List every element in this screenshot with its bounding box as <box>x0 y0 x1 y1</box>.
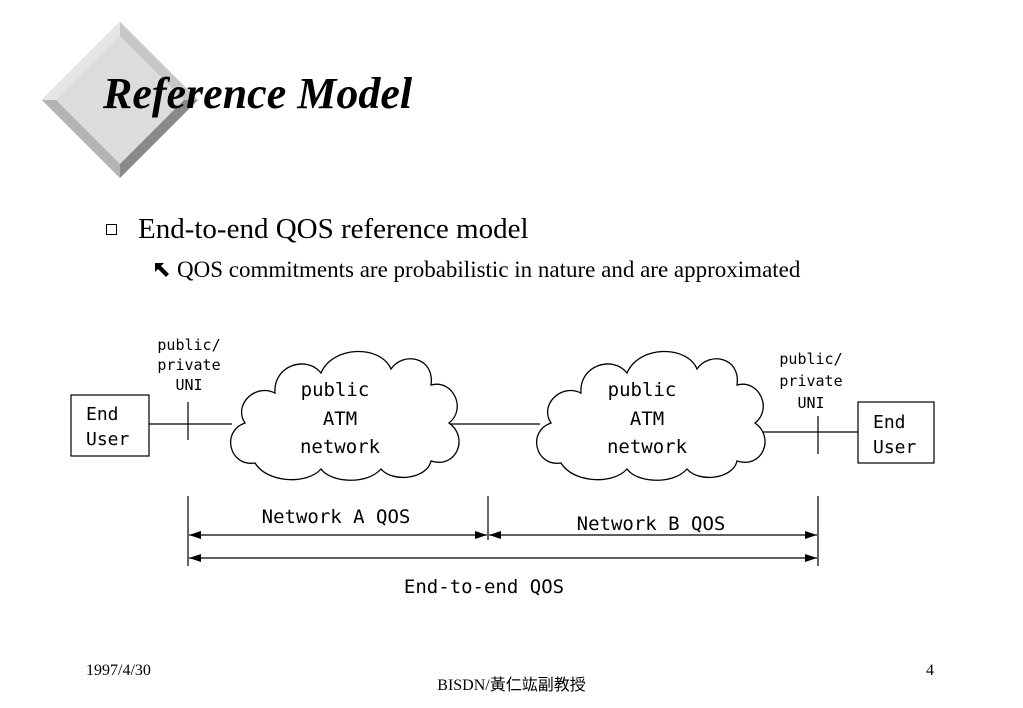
arrow-up-left-icon <box>155 263 169 277</box>
diamond-decoration <box>42 22 198 178</box>
hollow-square-icon <box>106 223 117 235</box>
footer-course: BISDN/黃仁竑副教授 <box>437 677 586 694</box>
bullet-2-text: QOS commitments are probabilistic in nat… <box>177 257 801 282</box>
network-b-qos-label: Network B QOS <box>577 513 726 535</box>
bullet-level-1: End-to-end QOS reference model <box>106 212 529 246</box>
cloud-a <box>230 350 460 481</box>
cloud-b-line3: network <box>607 436 688 458</box>
end-to-end-qos-label: End-to-end QOS <box>404 576 564 598</box>
footer-page-number: 4 <box>926 662 934 679</box>
end-user-right-line2: User <box>873 437 917 458</box>
network-a-qos-label: Network A QOS <box>262 506 411 528</box>
cloud-a-line1: public <box>301 379 370 401</box>
uni-left-line3: UNI <box>175 376 202 394</box>
slide-title: Reference Model <box>103 69 413 118</box>
uni-right-line3: UNI <box>797 394 824 412</box>
end-user-right-line1: End <box>873 412 906 433</box>
cloud-a-line2: ATM <box>323 408 357 430</box>
end-user-left-box <box>70 394 150 457</box>
cloud-b <box>536 350 766 481</box>
cloud-b-line1: public <box>608 379 677 401</box>
bullet-level-2: QOS commitments are probabilistic in nat… <box>153 256 800 284</box>
end-user-left-line2: User <box>86 429 130 450</box>
cloud-b-line2: ATM <box>630 408 664 430</box>
uni-right-line2: private <box>779 372 842 390</box>
uni-left-line1: public/ <box>157 336 220 354</box>
end-user-left-line1: End <box>86 404 119 425</box>
uni-left-line2: private <box>157 356 220 374</box>
footer-date: 1997/4/30 <box>86 662 151 679</box>
bullet-1-text: End-to-end QOS reference model <box>138 213 529 245</box>
uni-right-line1: public/ <box>779 350 842 368</box>
cloud-a-line3: network <box>300 436 381 458</box>
